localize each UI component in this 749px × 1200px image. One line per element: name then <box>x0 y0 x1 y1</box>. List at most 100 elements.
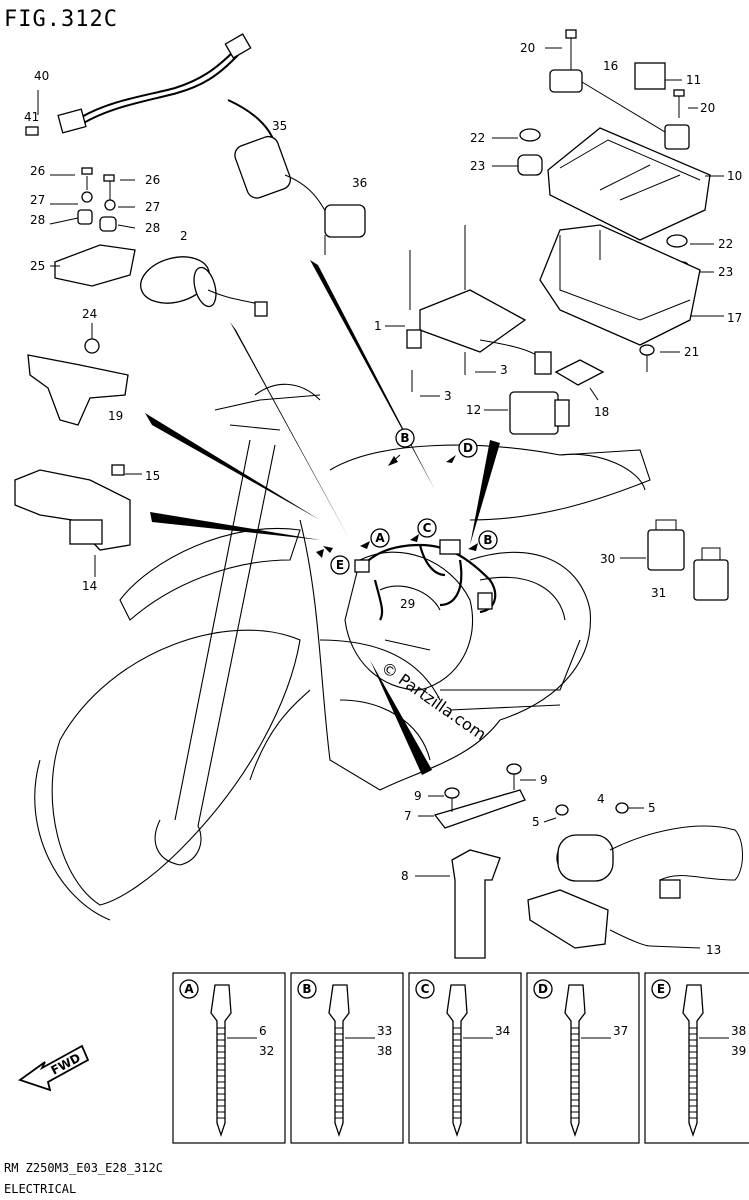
label-28-left: 28 <box>30 213 45 227</box>
label-11: 11 <box>686 73 701 87</box>
detail-box-part-number: 33 <box>377 1024 392 1038</box>
label-3-right: 3 <box>500 363 508 377</box>
detail-box-3: D 37 <box>526 972 640 1144</box>
label-25: 25 <box>30 259 45 273</box>
label-9-left: 9 <box>414 789 422 803</box>
part-40-41-lead: 40 41 <box>24 33 252 136</box>
part-17-tray: 17 <box>539 224 742 346</box>
detail-box-letter: A <box>184 982 194 996</box>
label-5-right: 5 <box>648 801 656 815</box>
label-9-right: 9 <box>540 773 548 787</box>
label-20-top: 20 <box>520 41 535 55</box>
label-27-left: 27 <box>30 193 45 207</box>
label-27-right: 27 <box>145 200 160 214</box>
callout-e: E <box>336 558 344 572</box>
wire-harness <box>354 539 497 621</box>
footer-code: RM Z250M3_E03_E28_312C <box>4 1161 163 1175</box>
label-20-right: 20 <box>700 101 715 115</box>
label-16: 16 <box>603 59 618 73</box>
label-21: 21 <box>684 345 699 359</box>
label-2: 2 <box>180 229 188 243</box>
part-2-capacitor: 2 <box>140 229 268 317</box>
label-14: 14 <box>82 579 97 593</box>
label-30: 30 <box>600 552 615 566</box>
detail-box-part-number-2: 39 <box>731 1044 746 1058</box>
motorcycle-outline <box>34 383 651 921</box>
detail-box-part-number: 37 <box>613 1024 628 1038</box>
part-30-31-couplers: 30 31 <box>600 519 729 601</box>
callout-b-lower: B <box>483 533 492 547</box>
watermark: © Partzilla.com <box>378 658 490 744</box>
detail-box-1: B 33 38 <box>290 972 404 1144</box>
bike-callouts: B D A C B E <box>316 428 498 575</box>
detail-box-2: C 34 <box>408 972 522 1144</box>
part-14-15-bracket: 15 14 <box>14 464 160 593</box>
detail-box-part-number-2: 32 <box>259 1044 274 1058</box>
label-7: 7 <box>404 809 412 823</box>
label-36: 36 <box>352 176 367 190</box>
part-25-28-bracket: 26 26 27 27 28 28 25 <box>30 164 160 287</box>
label-12: 12 <box>466 403 481 417</box>
label-24: 24 <box>82 307 97 321</box>
detail-box-letter: C <box>421 982 430 996</box>
label-10: 10 <box>727 169 742 183</box>
label-31: 31 <box>651 586 666 600</box>
part-19-24-bracket: 24 19 <box>27 307 129 426</box>
cable-tie-icon <box>446 984 468 1138</box>
part-12-18: 12 18 <box>466 359 609 435</box>
part-35-36-switch: 35 36 <box>227 99 367 255</box>
label-28-right: 28 <box>145 221 160 235</box>
detail-box-letter-circle <box>651 979 671 999</box>
fwd-arrow-icon: FWD <box>18 1044 90 1092</box>
label-8: 8 <box>401 869 409 883</box>
label-13: 13 <box>706 943 721 957</box>
detail-box-part-number: 38 <box>731 1024 746 1038</box>
detail-box-0: A 6 32 <box>172 972 286 1144</box>
label-23-top: 23 <box>470 159 485 173</box>
callout-c: C <box>423 521 432 535</box>
label-26-right: 26 <box>145 173 160 187</box>
part-7-8-9-lower: 9 9 7 8 <box>401 763 548 959</box>
detail-box-letter: D <box>538 982 548 996</box>
label-4: 4 <box>597 792 605 806</box>
part-1-relay: 1 3 3 <box>374 225 552 403</box>
detail-box-letter-circle <box>533 979 553 999</box>
label-5-left: 5 <box>532 815 540 829</box>
detail-box-letter-circle <box>297 979 317 999</box>
callout-a: A <box>375 531 385 545</box>
part-16-20-11: 20 16 11 20 <box>520 29 715 150</box>
detail-box-letter-circle <box>415 979 435 999</box>
label-22-top: 22 <box>470 131 485 145</box>
label-41: 41 <box>24 110 39 124</box>
label-18: 18 <box>594 405 609 419</box>
label-35: 35 <box>272 119 287 133</box>
detail-box-part-number-2: 38 <box>377 1044 392 1058</box>
detail-box-letter: B <box>302 982 311 996</box>
part-10-ecu: 10 <box>547 127 742 241</box>
cable-tie-icon <box>564 984 586 1138</box>
detail-box-part-number: 34 <box>495 1024 510 1038</box>
label-17: 17 <box>727 311 742 325</box>
cable-tie-icon <box>328 984 350 1138</box>
cable-tie-icon <box>682 984 704 1138</box>
label-26-left: 26 <box>30 164 45 178</box>
detail-box-letter-circle <box>179 979 199 999</box>
callout-b-upper: B <box>400 431 409 445</box>
part-21-bolt: 21 <box>639 344 699 372</box>
label-40: 40 <box>34 69 49 83</box>
callout-d: D <box>463 441 473 455</box>
detail-box-letter: E <box>657 982 665 996</box>
label-19: 19 <box>108 409 123 423</box>
detail-box-4: E 38 39 <box>644 972 749 1144</box>
part-4-5-13-coil: 4 5 5 13 <box>527 792 743 957</box>
label-23-right: 23 <box>718 265 733 279</box>
label-3-lower: 3 <box>444 389 452 403</box>
label-15: 15 <box>145 469 160 483</box>
detail-box-part-number: 6 <box>259 1024 267 1038</box>
label-22-right: 22 <box>718 237 733 251</box>
detail-boxes: A 6 32 B 33 38 C 34 D 37 E 38 39 <box>172 972 749 1144</box>
label-1: 1 <box>374 319 382 333</box>
label-29: 29 <box>400 597 415 611</box>
figure-title: FIG.312C <box>4 7 118 32</box>
